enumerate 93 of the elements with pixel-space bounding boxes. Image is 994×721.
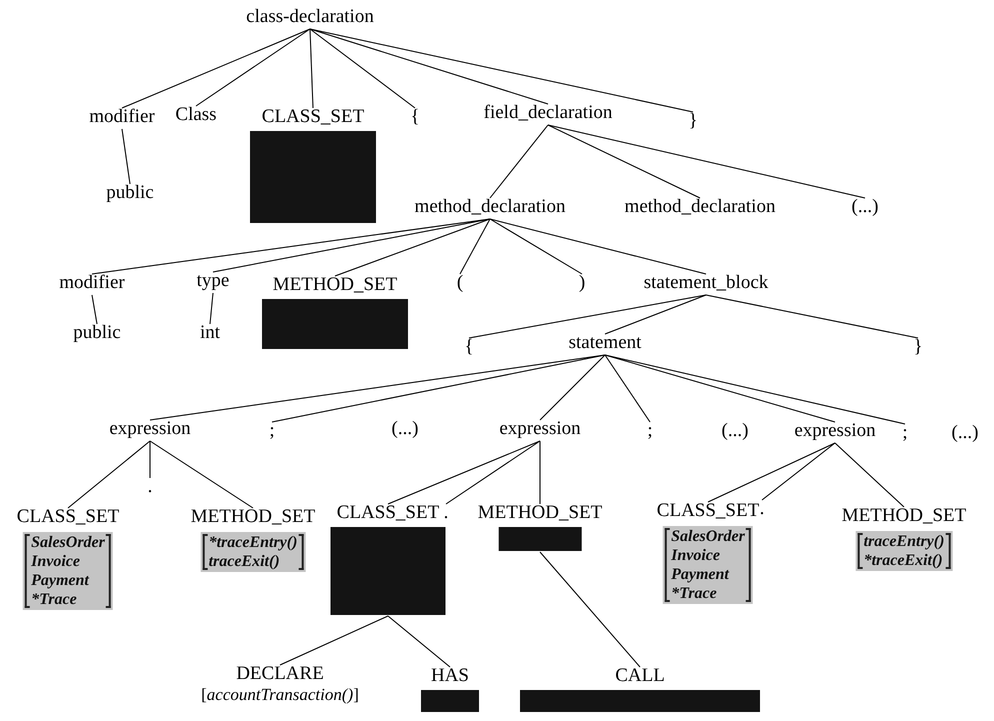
tree-label: . (444, 502, 448, 524)
tree-branch-line (604, 354, 836, 422)
tree-label: expression (794, 420, 876, 442)
tree-branch-line (708, 442, 836, 502)
tree-branch-line (272, 354, 606, 422)
tree-branch-line (388, 440, 540, 504)
tree-branch-line (334, 218, 490, 276)
tree-label: (...) (722, 420, 748, 442)
tree-branch-line (310, 28, 694, 112)
tree-branch-line (604, 294, 706, 334)
tree-label: HAS (430, 665, 469, 687)
tree-label: CALL (615, 665, 665, 687)
tree-branch-line (706, 294, 918, 338)
tree-label: method_declaration (414, 196, 566, 218)
tree-branch-line (468, 294, 706, 338)
tree-label: type (196, 270, 230, 292)
tree-branch-line (210, 292, 214, 324)
tree-branch-line (122, 128, 130, 184)
tree-label: class-declaration (246, 6, 374, 28)
list-item: *Trace (671, 584, 718, 603)
tree-label: modifier (59, 272, 125, 294)
tree-branch-line (310, 28, 548, 104)
tree-label: CLASS_SET (656, 500, 760, 522)
tree-label: (...) (392, 418, 418, 440)
list-item: SalesOrder (671, 527, 745, 546)
tree-branch-line (196, 28, 310, 106)
tree-label: (...) (852, 196, 878, 218)
tree-branch-line (150, 440, 254, 508)
tree-label: METHOD_SET (478, 502, 602, 524)
tree-label: Class (175, 104, 217, 126)
tree-label: CLASS_SET (262, 106, 364, 128)
tree-label: ; (269, 420, 275, 442)
list-item: *Trace (31, 590, 78, 609)
tree-label: CLASS_SET (16, 506, 120, 528)
tree-branch-line (762, 442, 836, 500)
tree-label: { (410, 106, 420, 128)
tree-branch-line (310, 28, 416, 108)
list-item: Invoice (671, 546, 721, 565)
tree-branch-line (92, 294, 98, 324)
tree-branch-line (834, 442, 904, 508)
tree-label: statement (568, 332, 642, 354)
tree-label: public (106, 182, 154, 204)
tree-branch-line (490, 218, 582, 274)
tree-label: (...) (952, 422, 978, 444)
list-item: *traceEntry() (208, 533, 298, 552)
tree-branch-line (490, 218, 706, 274)
tree-branch-line (540, 552, 640, 668)
tree-label: METHOD_SET (842, 505, 966, 527)
tree-branch-line (548, 124, 700, 198)
tree-label: { (464, 336, 474, 358)
tree-branch-line (310, 28, 314, 108)
tree-label: . (760, 498, 764, 520)
tree-branch-line (388, 616, 450, 668)
tree-label: method_declaration (624, 196, 776, 218)
tree-label: CLASS_SET (336, 502, 440, 524)
tree-label: modifier (89, 106, 155, 128)
tree-label: METHOD_SET (190, 506, 316, 528)
tree-branch-line (212, 218, 490, 272)
tree-label: expression (499, 418, 581, 440)
tree-branch-line (446, 440, 540, 504)
list-item: Payment (671, 565, 730, 584)
tree-branch-line (490, 124, 548, 198)
method-name: [accountTransaction()] (201, 685, 359, 705)
tree-label: expression (109, 418, 191, 440)
tree-label: METHOD_SET (272, 274, 398, 296)
tree-branch-line (150, 354, 606, 420)
tree-label: ; (647, 420, 653, 442)
tree-branch-line (604, 354, 650, 422)
list-item: traceExit() (208, 552, 281, 571)
tree-branch-line (460, 218, 490, 274)
tree-label: field_declaration (484, 102, 612, 124)
tree-branch-line (92, 218, 490, 274)
tree-label: DECLARE (236, 663, 324, 685)
list-item: Payment (31, 571, 90, 590)
list-item: traceEntry() (864, 532, 944, 551)
tree-branch-line (122, 28, 310, 108)
list-item: *traceExit() (864, 551, 944, 570)
tree-label: } (688, 110, 698, 132)
tree-label: statement_block (644, 272, 768, 294)
tree-label: . (148, 476, 152, 498)
tree-label: ( (456, 272, 464, 294)
tree-branch-line (280, 616, 388, 666)
tree-branch-line (68, 440, 150, 508)
tree-branch-line (548, 124, 866, 198)
tree-branch-line (540, 354, 606, 420)
list-item: Invoice (31, 552, 81, 571)
tree-label: } (913, 336, 923, 358)
tree-label: public (73, 322, 121, 344)
tree-branch-line (604, 354, 906, 424)
tree-label: ) (578, 272, 586, 294)
tree-label: int (200, 322, 220, 344)
tree-label: ; (902, 422, 908, 444)
list-item: SalesOrder (31, 533, 105, 552)
